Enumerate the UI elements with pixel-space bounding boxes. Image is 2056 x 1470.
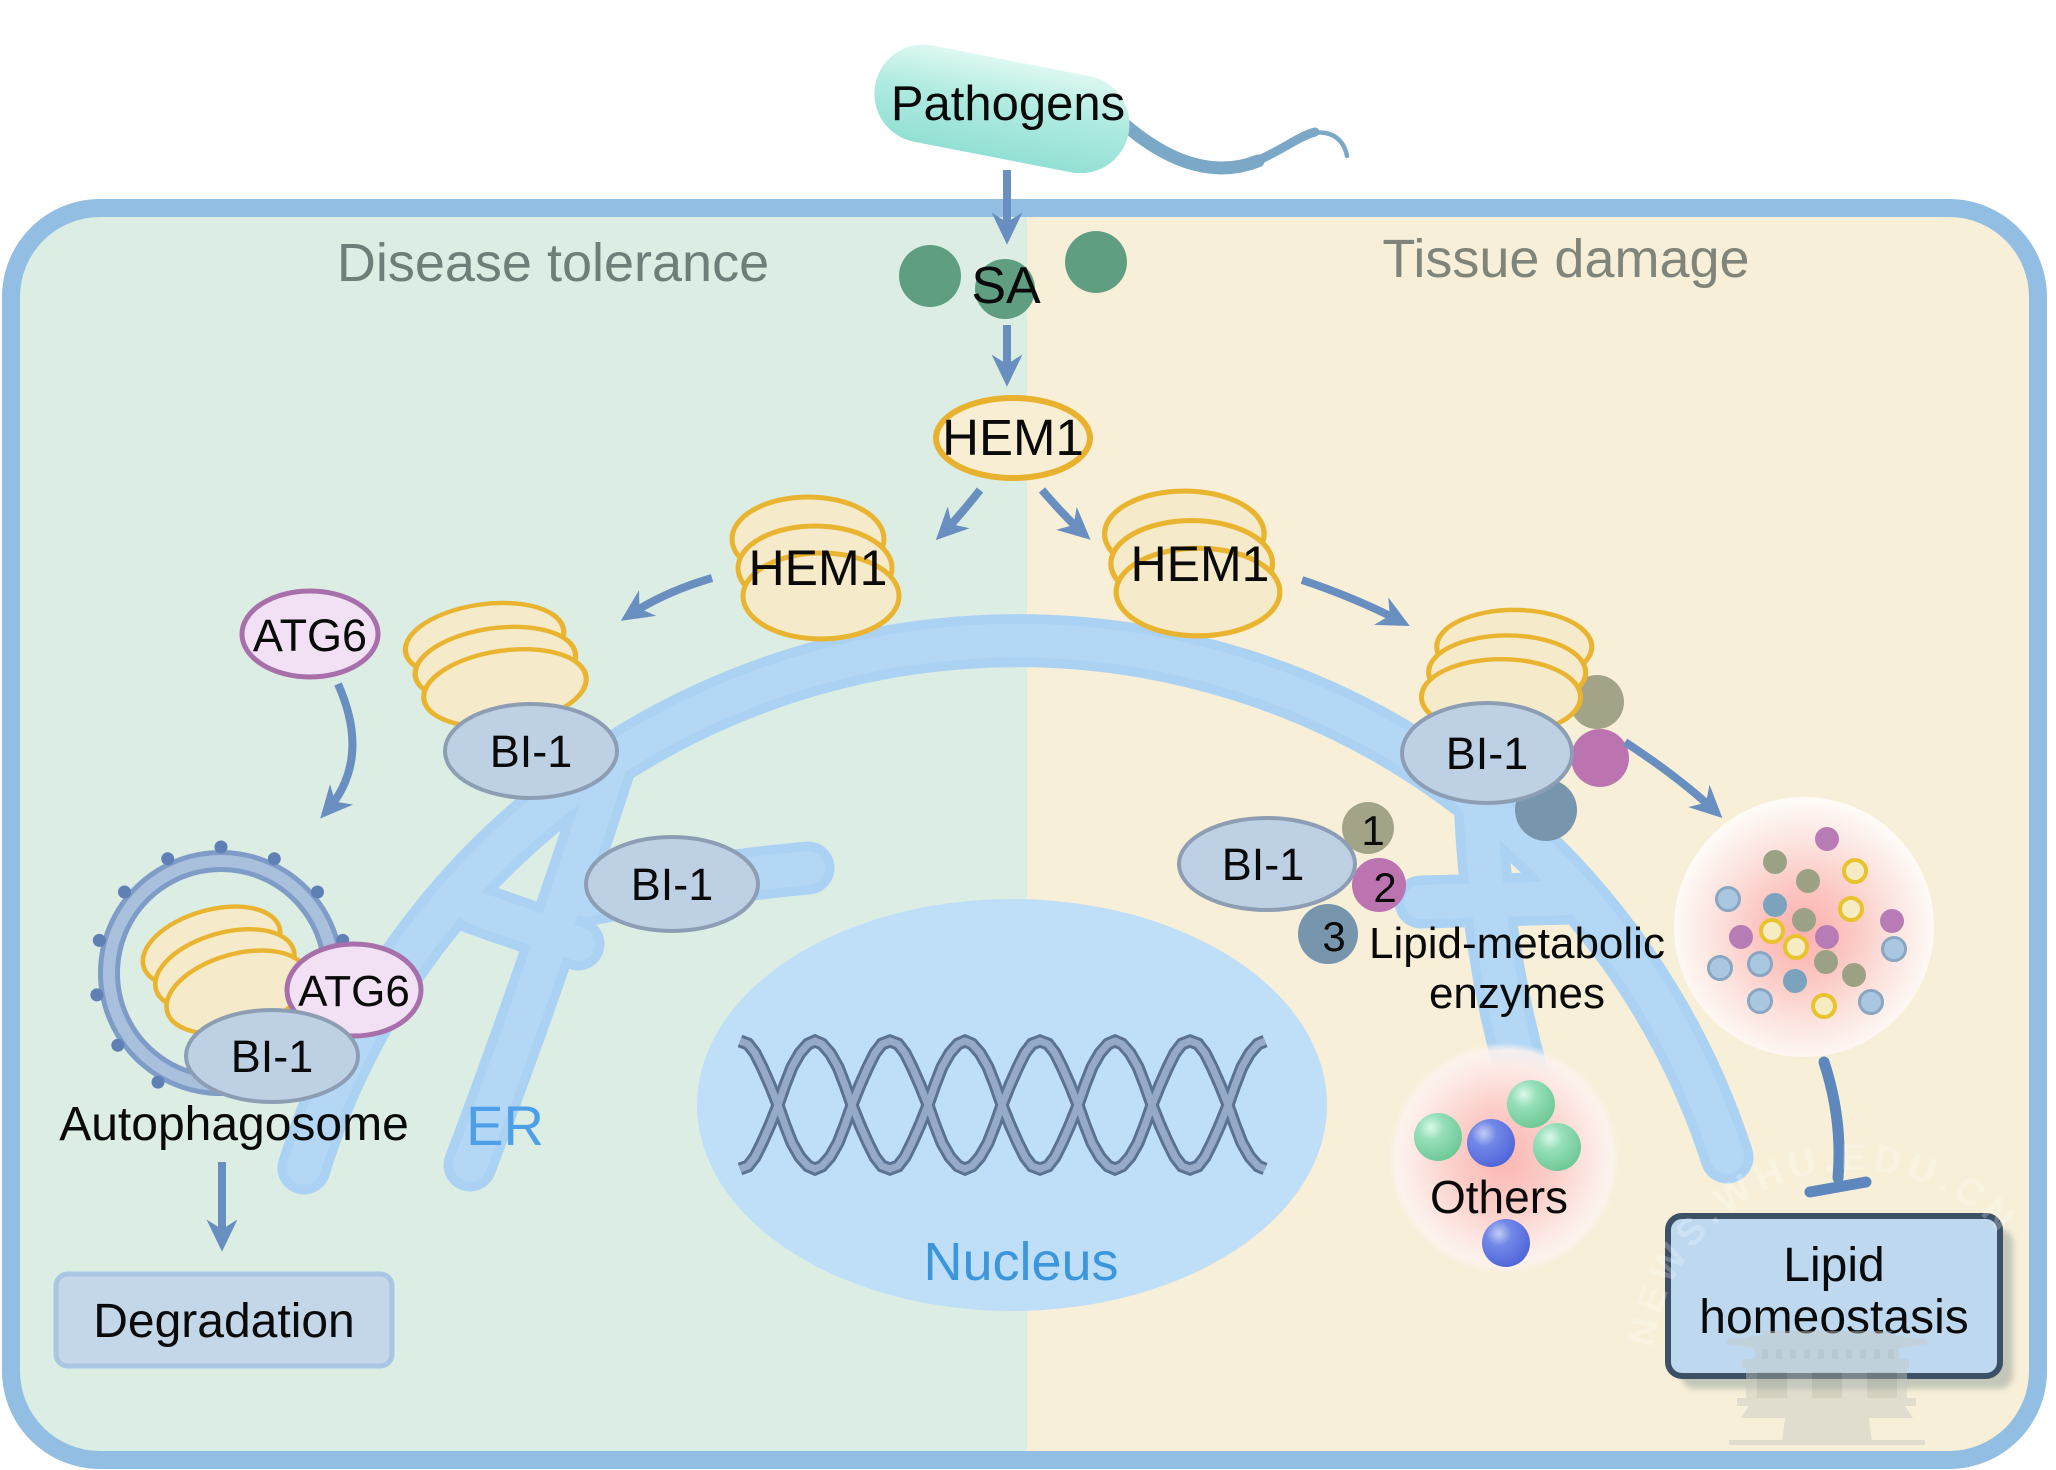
svg-text:BI-1: BI-1: [1222, 839, 1305, 890]
svg-text:BI-1: BI-1: [231, 1031, 314, 1082]
svg-text:ER: ER: [466, 1094, 544, 1157]
svg-text:HEM1: HEM1: [749, 540, 888, 596]
svg-text:ATG6: ATG6: [298, 967, 410, 1016]
svg-text:Degradation: Degradation: [93, 1295, 355, 1348]
svg-text:Disease tolerance: Disease tolerance: [337, 233, 769, 293]
svg-text:1: 1: [1361, 807, 1384, 854]
svg-text:BI-1: BI-1: [631, 859, 714, 910]
svg-text:Others: Others: [1430, 1171, 1568, 1223]
svg-text:Lipid-metabolic: Lipid-metabolic: [1369, 919, 1665, 968]
svg-text:enzymes: enzymes: [1429, 969, 1605, 1018]
svg-text:HEM1: HEM1: [1131, 536, 1270, 592]
svg-text:Tissue damage: Tissue damage: [1382, 229, 1749, 289]
svg-text:Pathogens: Pathogens: [891, 77, 1125, 131]
svg-text:HEM1: HEM1: [942, 409, 1084, 466]
svg-text:BI-1: BI-1: [1446, 728, 1529, 779]
svg-text:2: 2: [1373, 864, 1396, 911]
svg-text:BI-1: BI-1: [490, 726, 573, 777]
svg-text:Nucleus: Nucleus: [923, 1232, 1118, 1292]
svg-text:ATG6: ATG6: [253, 610, 367, 661]
svg-text:SA: SA: [971, 257, 1041, 315]
svg-text:Lipid: Lipid: [1783, 1239, 1884, 1292]
svg-text:homeostasis: homeostasis: [1699, 1291, 1968, 1344]
svg-text:3: 3: [1322, 913, 1345, 960]
svg-text:Autophagosome: Autophagosome: [59, 1098, 409, 1151]
